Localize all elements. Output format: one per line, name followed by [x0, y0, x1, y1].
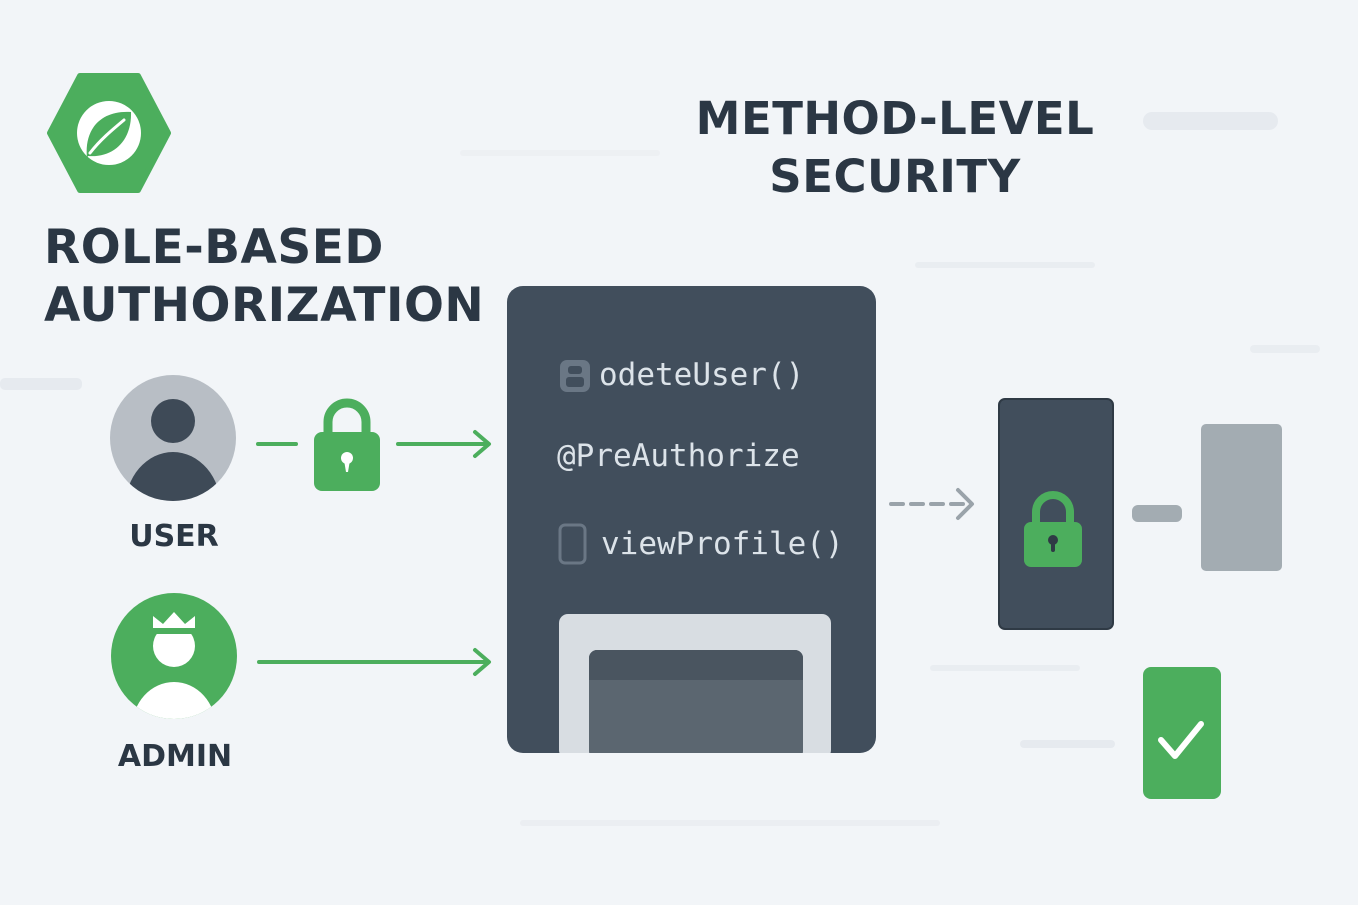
left-title-line2: AUTHORIZATION: [44, 278, 485, 333]
user-role-label: USER: [129, 519, 219, 554]
background-streak: [1143, 112, 1278, 130]
code-annotation-preauthorize: @PreAuthorize: [557, 438, 800, 474]
user-flow: [256, 398, 491, 491]
checkmark-card: [1143, 667, 1221, 799]
code-method-viewprofile: viewProfile(): [601, 526, 844, 562]
code-method-delete: odeteUser(): [599, 357, 805, 393]
code-panel: [500, 286, 890, 765]
background-streak: [1020, 740, 1115, 748]
locked-device: [998, 398, 1114, 630]
grey-block: [1201, 424, 1282, 571]
background-streak: [460, 150, 660, 156]
admin-crown-avatar-icon: [111, 593, 237, 719]
connector-bar: [1132, 505, 1182, 522]
background-streak: [1250, 345, 1320, 353]
padlock-icon: [1024, 491, 1082, 567]
user-avatar-icon: [110, 375, 236, 501]
background-streak: [915, 262, 1095, 268]
admin-flow-arrow: [257, 648, 491, 676]
spring-leaf-icon: [47, 73, 171, 193]
right-title-line2: SECURITY: [769, 150, 1021, 203]
left-title-line1: ROLE-BASED: [44, 220, 384, 275]
background-streak: [0, 378, 82, 390]
background-streak: [930, 665, 1080, 671]
admin-role-label: ADMIN: [117, 739, 233, 774]
checkmark-icon: [1158, 721, 1204, 759]
padlock-icon: [314, 398, 380, 491]
right-title-line1: METHOD-LEVEL: [695, 92, 1095, 145]
dashed-arrow: [889, 488, 974, 520]
background-streak: [520, 820, 940, 826]
